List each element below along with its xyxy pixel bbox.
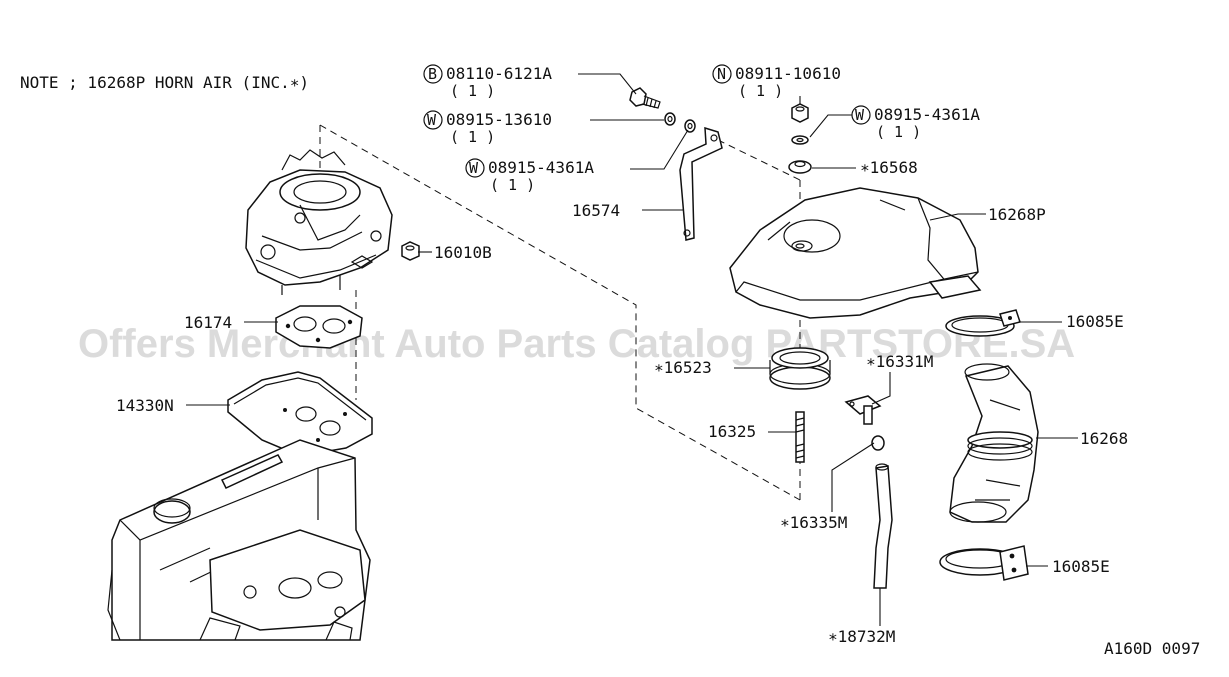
washer-b-quantity: ( 1 ) bbox=[490, 176, 535, 194]
bolt-quantity: ( 1 ) bbox=[450, 82, 495, 100]
washer-08915-13610-icon bbox=[664, 112, 676, 126]
assembly-guide-lines bbox=[319, 124, 801, 501]
label-16574: 16574 bbox=[572, 201, 620, 220]
washer-c-part-number: 08915-4361A bbox=[874, 105, 980, 124]
callout-washer-08915-4361A-left: W 08915-4361A ( 1 ) bbox=[465, 158, 594, 194]
label-16174: 16174 bbox=[184, 313, 232, 332]
label-14330N: 14330N bbox=[116, 396, 174, 415]
washer-b-prefix-text: W bbox=[469, 159, 479, 177]
washer-08915-4361A-left-icon bbox=[684, 119, 696, 133]
label-16331M: ∗16331M bbox=[866, 352, 933, 371]
connector-16335M-icon bbox=[871, 435, 885, 451]
note-text: NOTE ; 16268P HORN AIR (INC.∗) bbox=[20, 73, 309, 92]
label-16523: ∗16523 bbox=[654, 358, 712, 377]
nut-16010B-icon bbox=[401, 241, 420, 261]
air-horn-16268P-illustration bbox=[729, 187, 982, 319]
nut-part-number: 08911-10610 bbox=[735, 64, 841, 83]
grommet-16568-icon bbox=[788, 160, 812, 174]
bolt-part-number: 08110-6121A bbox=[446, 64, 552, 83]
label-16335M: ∗16335M bbox=[780, 513, 847, 532]
callout-nut-08911: N 08911-10610 ( 1 ) bbox=[712, 64, 841, 100]
washer-a-prefix-text: W bbox=[427, 111, 437, 129]
callout-washer-08915-13610: W 08915-13610 ( 1 ) bbox=[423, 110, 552, 146]
callout-bolt-08110: B 08110-6121A ( 1 ) bbox=[423, 64, 552, 100]
carburetor-illustration bbox=[245, 149, 393, 295]
washer-c-prefix-text: W bbox=[855, 106, 865, 124]
leader-lines bbox=[186, 73, 1078, 626]
bolt-08110-icon bbox=[629, 87, 661, 109]
valve-16331M-icon bbox=[844, 395, 882, 425]
label-16085E-top: 16085E bbox=[1066, 312, 1124, 331]
label-16010B: 16010B bbox=[434, 243, 492, 262]
watermark-text: Offers Merchant Auto Parts Catalog PARTS… bbox=[78, 322, 1075, 366]
label-18732M: ∗18732M bbox=[828, 627, 895, 646]
figure-id: A160D 0097 bbox=[1104, 639, 1200, 658]
nut-prefix-text: N bbox=[717, 65, 726, 83]
washer-a-quantity: ( 1 ) bbox=[450, 128, 495, 146]
label-16568: ∗16568 bbox=[860, 158, 918, 177]
washer-b-part-number: 08915-4361A bbox=[488, 158, 594, 177]
washer-c-quantity: ( 1 ) bbox=[876, 123, 921, 141]
engine-block-illustration bbox=[107, 439, 371, 641]
label-16325: 16325 bbox=[708, 422, 756, 441]
washer-08915-4361A-right-icon bbox=[791, 135, 809, 145]
gasket-16174-illustration bbox=[275, 305, 363, 349]
bolt-prefix-text: B bbox=[428, 65, 437, 83]
nut-quantity: ( 1 ) bbox=[738, 82, 783, 100]
bracket-16574-illustration bbox=[679, 126, 723, 241]
washer-a-part-number: 08915-13610 bbox=[446, 110, 552, 129]
seal-ring-16523-illustration bbox=[769, 347, 831, 390]
air-duct-16268-illustration bbox=[949, 363, 1039, 523]
label-16085E-bottom: 16085E bbox=[1052, 557, 1110, 576]
clamp-16085E-top-illustration bbox=[945, 309, 1021, 337]
label-16268P: 16268P bbox=[988, 205, 1046, 224]
heat-insulator-14330N-illustration bbox=[227, 371, 373, 457]
clamp-16085E-bottom-illustration bbox=[939, 545, 1029, 581]
stud-16325-icon bbox=[795, 411, 805, 463]
hose-18732M-illustration bbox=[873, 463, 893, 589]
callout-washer-08915-4361A-right: W 08915-4361A ( 1 ) bbox=[851, 105, 980, 141]
nut-08911-icon bbox=[791, 103, 809, 123]
label-16268: 16268 bbox=[1080, 429, 1128, 448]
